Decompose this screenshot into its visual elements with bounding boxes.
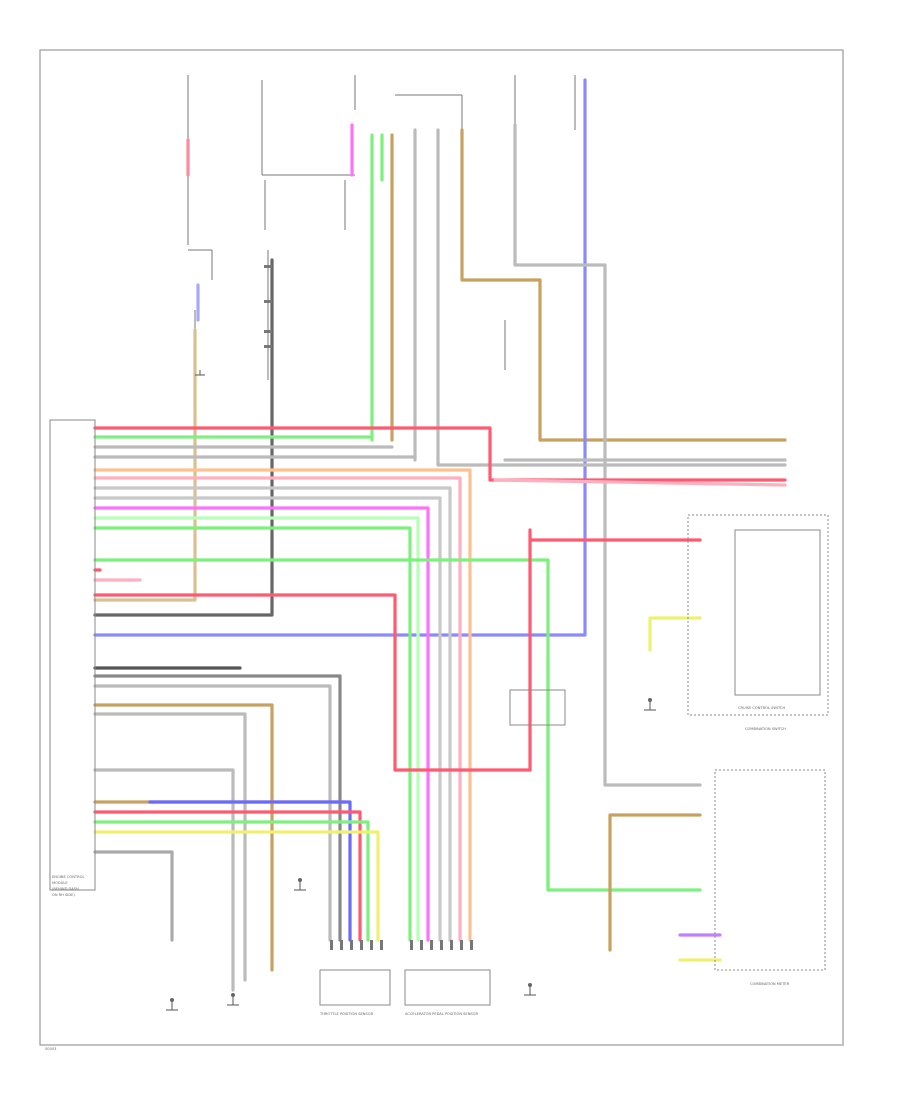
throttle-sensor-label: THROTTLE POSITION SENSOR [319,1012,374,1016]
right-wires [493,458,787,487]
diagram-border [39,49,844,1046]
throttle-position-sensor [319,969,391,1006]
ecm-connector-box [49,419,96,891]
accel-sensor-label: ACCELERATOR PEDAL POSITION SENSOR [405,1012,478,1016]
wire-group [93,78,787,787]
relay-box [509,689,566,726]
wire-tan-left-vertical [93,328,197,602]
ecm-wires-3 [93,658,722,992]
combination-meter-label: COMBINATION METER [750,982,790,986]
footer-code: S0003 [45,1047,56,1051]
combination-switch-label: COMBINATION SWITCH [745,727,786,731]
cruise-switch-label: CRUISE CONTROL SWITCH [738,706,785,710]
connector-ticks [264,265,473,950]
ecm-title-3: (BEHIND DASH [52,887,79,891]
ecm-title-4: ON RH SIDE) [52,893,75,897]
ground-dots [170,698,652,1002]
combination-meter-box [714,769,826,971]
ecm-title-1: ENGINE CONTROL [52,875,84,879]
ecm-title-2: MODULE [52,881,68,885]
wire-tan-right [460,128,787,442]
cruise-control-switch [734,529,821,696]
wire-gray-1 [513,123,702,787]
ecm-wires [93,426,787,942]
accelerator-pedal-sensor [404,969,491,1006]
combination-switch-box [687,514,829,716]
top-fuse-section [187,75,576,380]
wire-gray-3 [436,128,787,467]
wire-dark-vertical [93,258,274,617]
wire-blue-right [93,78,587,637]
